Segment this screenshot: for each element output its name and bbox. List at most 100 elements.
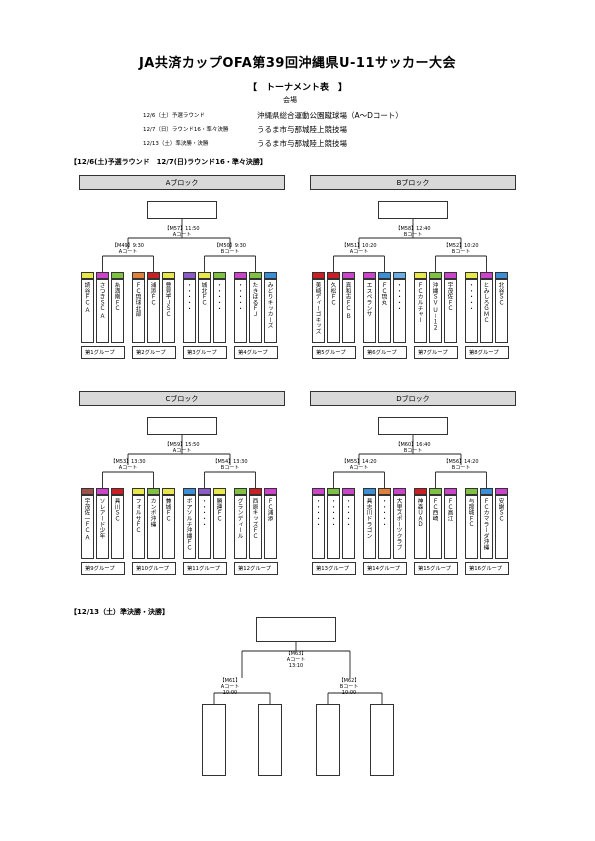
semifinal-2-court: Bコート	[339, 684, 359, 691]
block-3-g1-team1-name: 宇茂佐一ＦＣ Ａ	[83, 498, 89, 541]
block-1-g3-team3-color	[213, 272, 226, 279]
block-3-g1-team3-color	[111, 488, 124, 495]
block-1-g1-team2-name: さつきＳＣ Ａ	[98, 282, 104, 319]
block-2-top-match-id: 【M58】12:40	[395, 226, 431, 232]
venue-header: 会場	[283, 96, 297, 104]
schedule-venue-3: うるま市与那城陸上競技場	[257, 139, 347, 148]
block-2-winner-box	[378, 201, 448, 219]
block-3-g2-team3: 兼城ＦＣ	[162, 495, 175, 559]
block-3-g3-team2-color	[198, 488, 211, 495]
block-3-g4-team1-color	[234, 488, 247, 495]
block-3-g3-team2: ・・・・・	[198, 495, 211, 559]
block-3-semi-2-id: 【M54】13:30	[212, 459, 248, 465]
block-3-semi-1-id: 【M53】13:30	[110, 459, 146, 465]
block-3-g4-team2: 西原キッズＦＣ	[249, 495, 262, 559]
semifinalist-slot-1	[202, 704, 226, 776]
block-3-g4-team2-name: 西原キッズＦＣ	[251, 498, 257, 539]
block-4-winner-box	[378, 417, 448, 435]
block-4-g2-team1-color	[363, 488, 376, 495]
block-4-top-match-id: 【M60】16:40	[395, 442, 431, 448]
block-4-g3-team1: 神森ＵＡＤ	[414, 495, 427, 559]
block-3-group-3-label: 第11グループ	[183, 562, 227, 575]
block-1-g3-team1-color	[183, 272, 196, 279]
block-2-g1-team2: 久松ＦＣ	[327, 279, 340, 343]
block-3-g4-team1-name: グランディール	[236, 498, 242, 539]
block-3-g4-team3-color	[264, 488, 277, 495]
block-3-top-match-court: Aコート	[172, 448, 192, 455]
block-1-g1-team1: 読谷ＦＣ Ａ	[81, 279, 94, 343]
block-3-g3-team3: 勝連ＦＣ	[213, 495, 226, 559]
block-2-g1-team3-color	[342, 272, 355, 279]
block-1-g1-team1-color	[81, 272, 94, 279]
block-2-g3-team2: 沖縄ＳＶ Ｕ－１２	[429, 279, 442, 343]
semifinalist-slot-2	[258, 704, 282, 776]
semifinal-1-id: 【M61】	[219, 678, 241, 684]
block-4-top-match-court: Bコート	[403, 448, 423, 455]
block-3-g1-team3-name: 具川ＳＣ	[113, 498, 119, 522]
block-1-winner-box	[147, 201, 217, 219]
block-1-group-4-label: 第4グループ	[234, 346, 278, 359]
block-1-g4-team3: みどりキッカーズ	[264, 279, 277, 343]
schedule-venue-2: うるま市与那城陸上競技場	[257, 125, 347, 134]
block-1-g3-team1: ・・・・・	[183, 279, 196, 343]
block-4-g2-team3-name: 大里スポーツクラブ	[395, 498, 401, 551]
block-3-winner-box	[147, 417, 217, 435]
block-2-g1-team3: 真和志ＦＣ Ｂ	[342, 279, 355, 343]
schedule-label-2: 12/7（日）ラウンド16・準々決勝	[143, 127, 229, 133]
block-4-g4-team2-color	[480, 488, 493, 495]
block-4-g1-team3-name: ・・・・・	[344, 498, 350, 527]
block-2-group-1-label: 第5グループ	[312, 346, 356, 359]
block-1-g4-team2-color	[249, 272, 262, 279]
block-1-g1-team3-name: 糸満南ＦＣ	[113, 282, 119, 311]
block-1-g3-team2-color	[198, 272, 211, 279]
block-2-g4-team3-color	[495, 272, 508, 279]
schedule-venue-1: 沖縄県総合運動公園蹴球場（A～Dコート）	[257, 111, 403, 120]
block-2-g2-team3-color	[393, 272, 406, 279]
block-3-g2-team3-color	[162, 488, 175, 495]
semifinal-1-label: 【M61】 Aコート 10:00	[200, 678, 260, 697]
block-2-g3-team1: ＦＣカルチャー	[414, 279, 427, 343]
block-3-g1-team1-color	[81, 488, 94, 495]
block-2-g3-team3-name: 宇茂佐ＦＣ	[446, 282, 452, 311]
block-1-g3-team1-name: ・・・・・	[185, 282, 191, 311]
block-4-g4-team1-color	[465, 488, 478, 495]
block-3-g3-team1-name: ボアソルチ沖縄ＦＣ	[185, 498, 191, 551]
block-4-g4-team1: 与那城ＦＣ	[465, 495, 478, 559]
block-4-group-1-label: 第13グループ	[312, 562, 356, 575]
semifinalist-slot-3	[316, 704, 340, 776]
block-4-g1-team2-color	[327, 488, 340, 495]
block-2-g2-team3-name: ・・・・・	[395, 282, 401, 311]
block-4-g3-team2: ＦＣ西崎	[429, 495, 442, 559]
champion-box	[256, 617, 336, 642]
block-2-g1-team3-name: 真和志ＦＣ Ｂ	[344, 282, 350, 319]
block-1-g3-team3: ・・・・・	[213, 279, 226, 343]
block-3-g2-team3-name: 兼城ＦＣ	[164, 498, 170, 522]
block-1-g4-team3-name: みどりキッカーズ	[266, 282, 272, 329]
block-1-semi-1-court: Aコート	[118, 249, 138, 256]
schedule-label-3: 12/13（土）準決勝・決勝	[143, 141, 209, 147]
block-4-g1-team2: ・・・・・	[327, 495, 340, 559]
block-2-g3-team2-color	[429, 272, 442, 279]
block-1-header: Aブロック	[79, 175, 285, 190]
block-4-g4-team2-name: ＦＣカマラーダ沖縄	[482, 498, 488, 551]
block-1-g3-team2-name: 城北ＦＣ	[200, 282, 206, 306]
block-4-semi-2-id: 【M56】14:20	[443, 459, 479, 465]
block-3-g1-team2-color	[96, 488, 109, 495]
block-2-g2-team1-name: エスペランサ	[365, 282, 371, 317]
block-4-g3-team1-color	[414, 488, 427, 495]
final-match-id: 【M63】	[285, 651, 307, 657]
block-2-g4-team3: 北谷ＳＣ	[495, 279, 508, 343]
block-2-g4-team1-color	[465, 272, 478, 279]
block-3-g4-team2-color	[249, 488, 262, 495]
block-2-g4-team2-name: とみしろＧＭＣ	[482, 282, 488, 323]
block-1-g2-team1-name: ＦＣ琉球北部	[134, 282, 140, 317]
block-2-g3-team1-color	[414, 272, 427, 279]
section-preliminary: 【12/6(土)予選ラウンド 12/7(日)ラウンド16・準々決勝】	[70, 158, 267, 166]
